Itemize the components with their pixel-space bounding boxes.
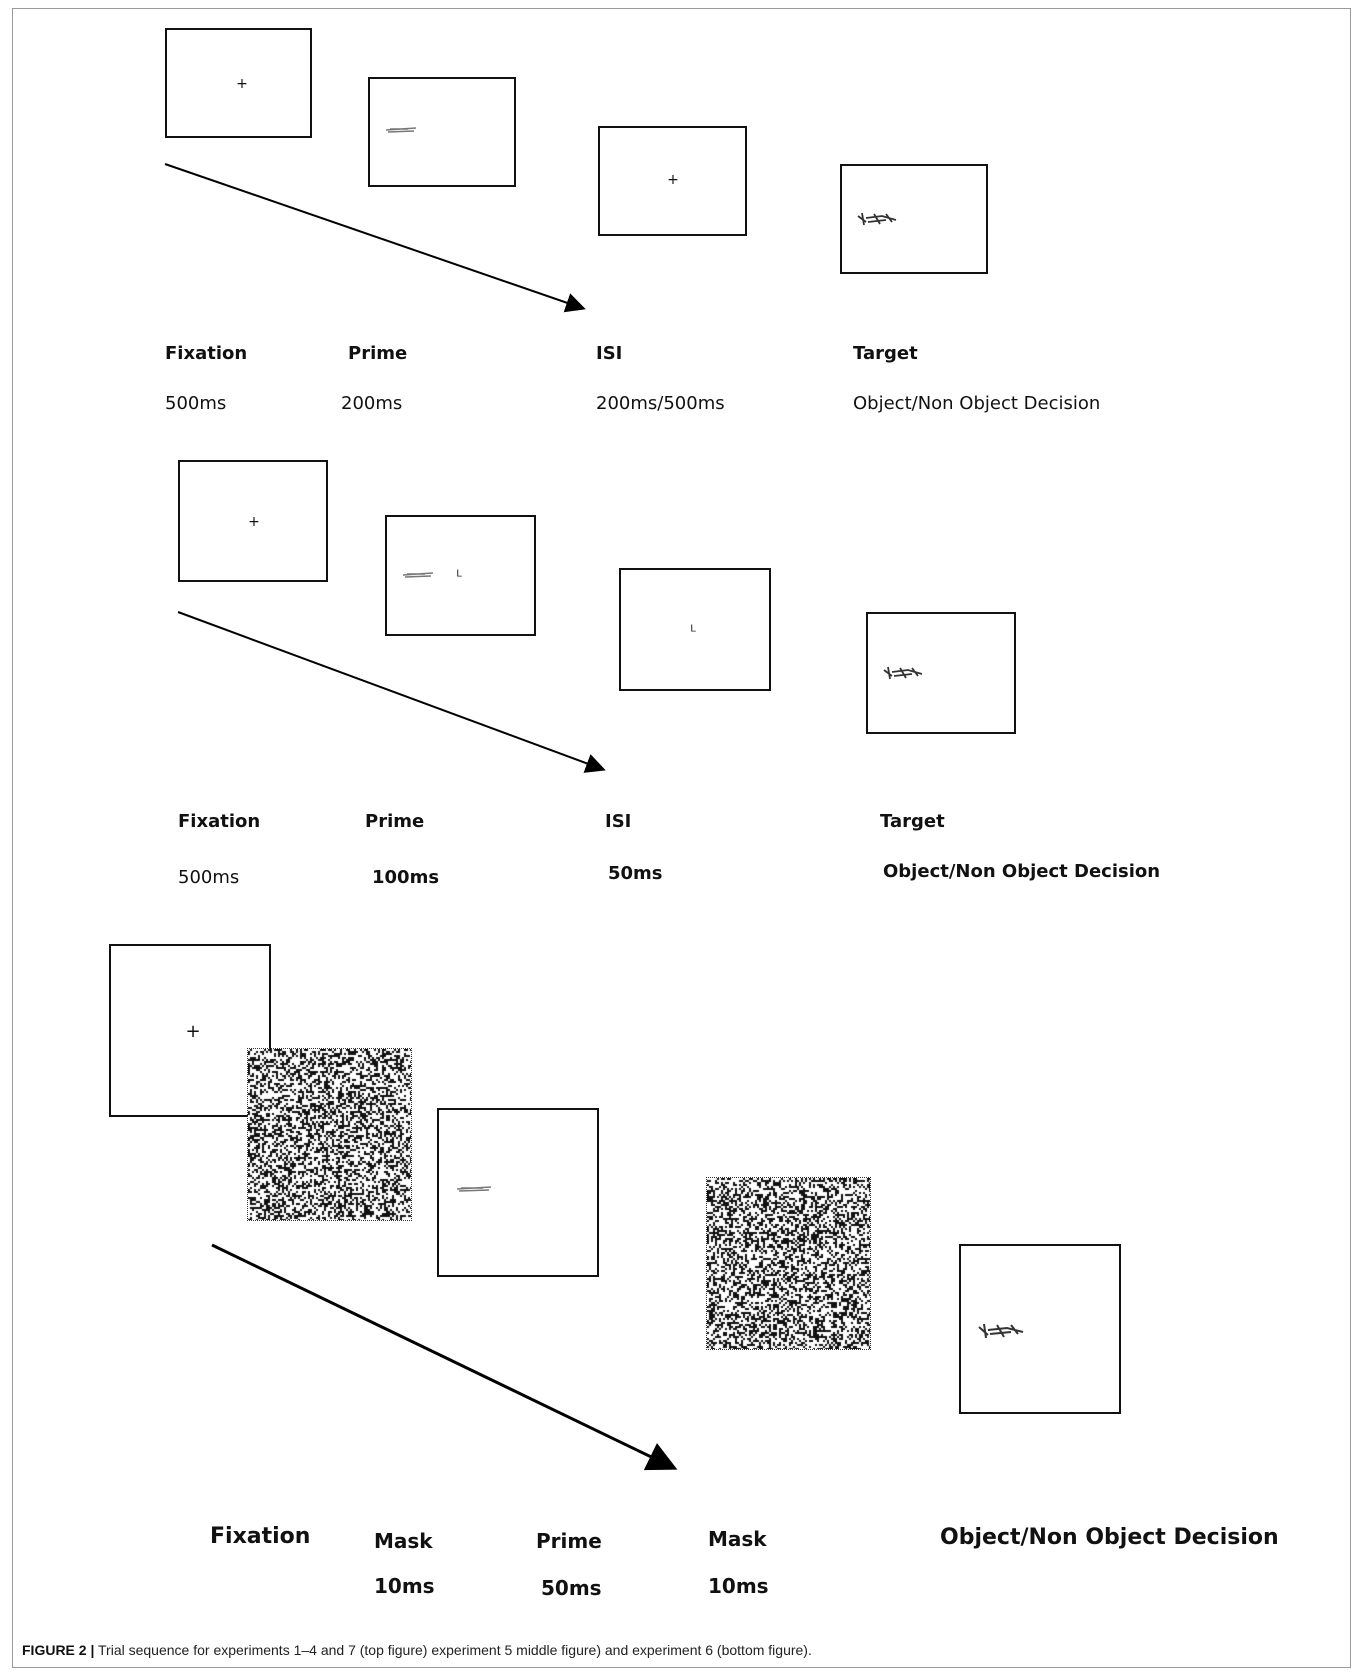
panel3-mask-screen-2: [706, 1177, 871, 1350]
panel3-label-mask-2: Mask: [708, 1527, 767, 1551]
panel2-fixation-screen: +: [178, 460, 328, 582]
fixation-cross-icon: +: [236, 77, 248, 91]
isi-letter: L: [690, 624, 696, 635]
fixation-cross-icon: +: [667, 173, 679, 187]
panel1-isi-screen: +: [598, 126, 747, 236]
panel3-prime-screen: [437, 1108, 599, 1277]
panel1-duration-prime: 200ms: [341, 393, 402, 414]
panel2-duration-fixation: 500ms: [178, 867, 239, 888]
panel1-duration-isi: 200ms/500ms: [596, 393, 725, 414]
panel1-prime-screen: [368, 77, 516, 187]
panel2-duration-isi: 50ms: [608, 863, 663, 884]
caption-label: FIGURE 2 |: [22, 1642, 94, 1658]
prime-sketch-icon: [384, 124, 420, 136]
panel2-duration-target: Object/Non Object Decision: [883, 861, 1160, 882]
target-object-sketch-icon: [882, 664, 928, 682]
panel1-label-prime: Prime: [348, 343, 407, 364]
panel3-label-fixation: Fixation: [210, 1524, 310, 1549]
panel3-label-decision: Object/Non Object Decision: [940, 1525, 1279, 1550]
panel2-isi-screen: L: [619, 568, 771, 691]
panel2-target-screen: [866, 612, 1016, 734]
panel1-target-screen: [840, 164, 988, 274]
target-object-sketch-icon: [856, 210, 902, 228]
target-object-sketch-icon: [977, 1321, 1029, 1341]
fixation-cross-icon: +: [248, 515, 260, 529]
timeline-arrow-3: [212, 1245, 672, 1467]
panel1-duration-target: Object/Non Object Decision: [853, 393, 1100, 414]
panel2-label-target: Target: [880, 811, 945, 832]
panel3-mask-screen-1: [247, 1048, 412, 1221]
panel2-label-fixation: Fixation: [178, 811, 260, 832]
panel2-label-prime: Prime: [365, 811, 424, 832]
panel3-label-mask-1: Mask: [374, 1529, 433, 1553]
fixation-cross-icon: +: [185, 1023, 200, 1041]
caption-text: Trial sequence for experiments 1–4 and 7…: [98, 1642, 812, 1658]
prime-letter: L: [456, 569, 462, 580]
panel1-label-fixation: Fixation: [165, 343, 247, 364]
panel2-label-isi: ISI: [605, 811, 631, 832]
panel2-prime-screen: L: [385, 515, 536, 636]
panel3-duration-mask-1: 10ms: [374, 1574, 435, 1598]
prime-sketch-icon: [401, 569, 437, 581]
panel2-duration-prime: 100ms: [372, 867, 439, 888]
prime-sketch-icon: [455, 1182, 495, 1196]
panel3-target-screen: [959, 1244, 1121, 1414]
panel3-duration-mask-2: 10ms: [708, 1574, 769, 1598]
panel3-duration-prime: 50ms: [541, 1576, 602, 1600]
panel1-label-isi: ISI: [596, 343, 622, 364]
figure-caption: FIGURE 2 | Trial sequence for experiment…: [22, 1642, 812, 1658]
panel1-fixation-screen: +: [165, 28, 312, 138]
panel1-label-target: Target: [853, 343, 918, 364]
panel3-label-prime: Prime: [536, 1529, 602, 1553]
panel1-duration-fixation: 500ms: [165, 393, 226, 414]
